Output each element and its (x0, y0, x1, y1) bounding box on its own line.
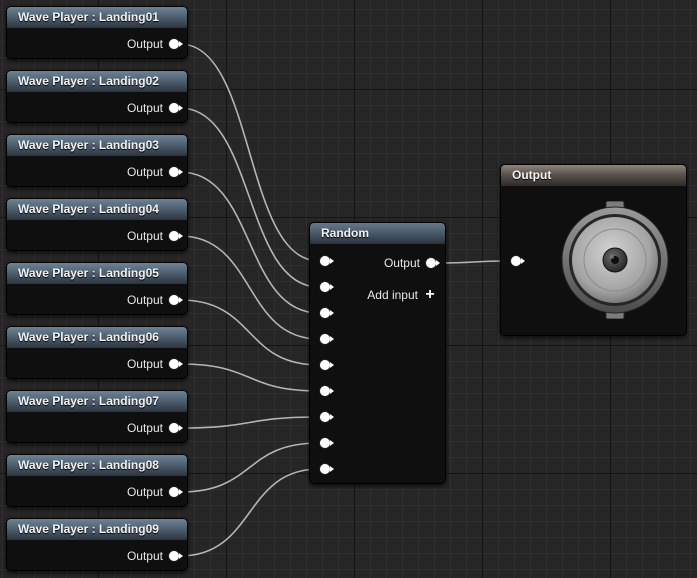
output-node[interactable]: Output (500, 164, 687, 336)
output-pin-label: Output (126, 229, 163, 243)
output-pin-icon[interactable] (169, 231, 183, 241)
output-pin-label: Output (126, 549, 163, 563)
output-pin-row: Output (126, 355, 183, 373)
wave-player-title: Wave Player : Landing07 (7, 391, 187, 412)
wave-player-node-landing08[interactable]: Wave Player : Landing08 Output (6, 454, 188, 507)
output-pin-icon[interactable] (169, 359, 183, 369)
random-output-pin-icon[interactable] (426, 258, 440, 268)
wave-player-title: Wave Player : Landing05 (7, 263, 187, 284)
wire-landing-8 (179, 442, 320, 493)
wire-landing-7 (179, 416, 320, 429)
add-input-button[interactable]: Add input + (367, 287, 436, 303)
random-output-row: Output (383, 255, 440, 271)
output-pin-row: Output (126, 547, 183, 565)
output-pin-label: Output (126, 293, 163, 307)
wire-landing-1 (179, 43, 320, 262)
random-node-title: Random (310, 223, 445, 244)
plus-icon[interactable]: + (425, 286, 435, 303)
random-input-pin-2[interactable] (320, 282, 334, 292)
wire-landing-3 (179, 171, 320, 314)
random-input-pin-1[interactable] (320, 256, 334, 266)
wave-player-node-landing05[interactable]: Wave Player : Landing05 Output (6, 262, 188, 315)
output-pin-row: Output (126, 99, 183, 117)
output-pin-label: Output (126, 165, 163, 179)
wave-player-title: Wave Player : Landing06 (7, 327, 187, 348)
output-pin-icon[interactable] (169, 295, 183, 305)
output-pin-icon[interactable] (169, 39, 183, 49)
wave-player-node-landing02[interactable]: Wave Player : Landing02 Output (6, 70, 188, 123)
wire-landing-4 (179, 235, 320, 340)
output-pin-label: Output (126, 357, 163, 371)
wave-player-node-landing07[interactable]: Wave Player : Landing07 Output (6, 390, 188, 443)
add-input-label: Add input (367, 288, 418, 302)
wave-player-node-landing03[interactable]: Wave Player : Landing03 Output (6, 134, 188, 187)
output-pin-row: Output (126, 291, 183, 309)
random-input-pin-8[interactable] (320, 438, 334, 448)
output-pin-row: Output (126, 35, 183, 53)
random-node[interactable]: Random Output Add input + (309, 222, 446, 484)
random-input-pin-4[interactable] (320, 334, 334, 344)
speaker-icon (561, 201, 669, 319)
random-input-pin-7[interactable] (320, 412, 334, 422)
wave-player-node-landing01[interactable]: Wave Player : Landing01 Output (6, 6, 188, 59)
output-pin-row: Output (126, 163, 183, 181)
wave-player-node-landing04[interactable]: Wave Player : Landing04 Output (6, 198, 188, 251)
wire-landing-2 (179, 107, 320, 288)
output-pin-row: Output (126, 419, 183, 437)
wave-player-title: Wave Player : Landing04 (7, 199, 187, 220)
output-pin-icon[interactable] (169, 423, 183, 433)
output-pin-row: Output (126, 227, 183, 245)
output-input-pin[interactable] (511, 256, 525, 266)
wire-landing-6 (179, 363, 320, 392)
wave-player-node-landing09[interactable]: Wave Player : Landing09 Output (6, 518, 188, 571)
wave-player-title: Wave Player : Landing01 (7, 7, 187, 28)
random-input-pin-3[interactable] (320, 308, 334, 318)
output-pin-row: Output (126, 483, 183, 501)
output-pin-icon[interactable] (169, 487, 183, 497)
wave-player-title: Wave Player : Landing08 (7, 455, 187, 476)
output-pin-label: Output (126, 37, 163, 51)
wave-player-title: Wave Player : Landing02 (7, 71, 187, 92)
wire-landing-5 (179, 299, 320, 366)
random-input-pin-9[interactable] (320, 464, 334, 474)
wire-landing-9 (179, 468, 320, 557)
output-pin-label: Output (126, 421, 163, 435)
output-pin-label: Output (126, 101, 163, 115)
output-node-title: Output (501, 165, 686, 186)
output-pin-label: Output (126, 485, 163, 499)
random-output-label: Output (383, 256, 420, 270)
random-input-pin-6[interactable] (320, 386, 334, 396)
output-pin-icon[interactable] (169, 167, 183, 177)
wave-player-node-landing06[interactable]: Wave Player : Landing06 Output (6, 326, 188, 379)
wave-player-title: Wave Player : Landing03 (7, 135, 187, 156)
wave-player-title: Wave Player : Landing09 (7, 519, 187, 540)
output-pin-icon[interactable] (169, 103, 183, 113)
output-pin-icon[interactable] (169, 551, 183, 561)
random-input-pin-5[interactable] (320, 360, 334, 370)
